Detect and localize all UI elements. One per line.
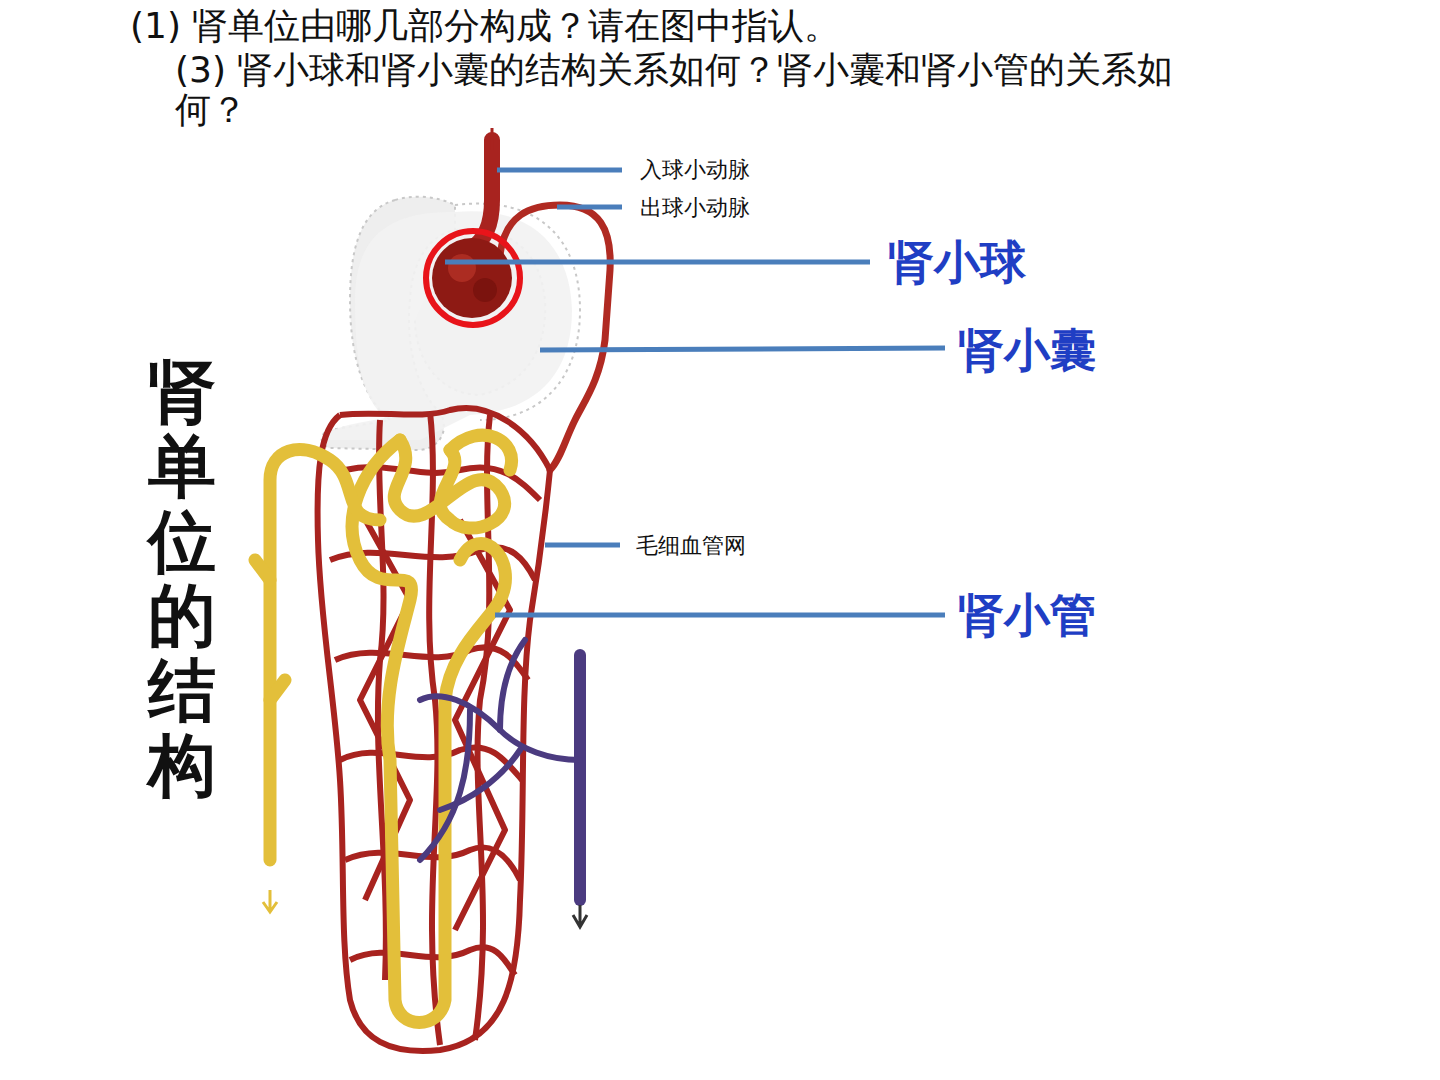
leader-lines [445,170,945,615]
arrow-in [491,128,494,150]
part-label: 入球小动脉 [640,155,750,185]
highlight-ring [426,231,520,325]
question-text: (3) 肾小球和肾小囊的结构关系如何？肾小囊和肾小管的关系如何？ [175,50,1175,129]
collecting-arrow [263,890,277,912]
part-label: 肾小管 [958,585,1096,647]
part-label: 肾小囊 [958,320,1096,382]
vein-arrow [573,905,587,927]
glomerulus-texture [448,254,476,282]
question-text: (1) 肾单位由哪几部分构成？请在图中指认。 [130,6,1130,46]
vertical-title: 肾单位的结构 [148,355,216,804]
glomerulus [432,238,512,318]
capsule-body [328,211,572,440]
glomerulus-texture [473,278,497,302]
part-label: 出球小动脉 [640,193,750,223]
renal-vein [420,640,580,900]
part-label: 毛细血管网 [636,531,746,561]
part-label: 肾小球 [888,232,1026,294]
renal-tubule [255,435,512,1022]
